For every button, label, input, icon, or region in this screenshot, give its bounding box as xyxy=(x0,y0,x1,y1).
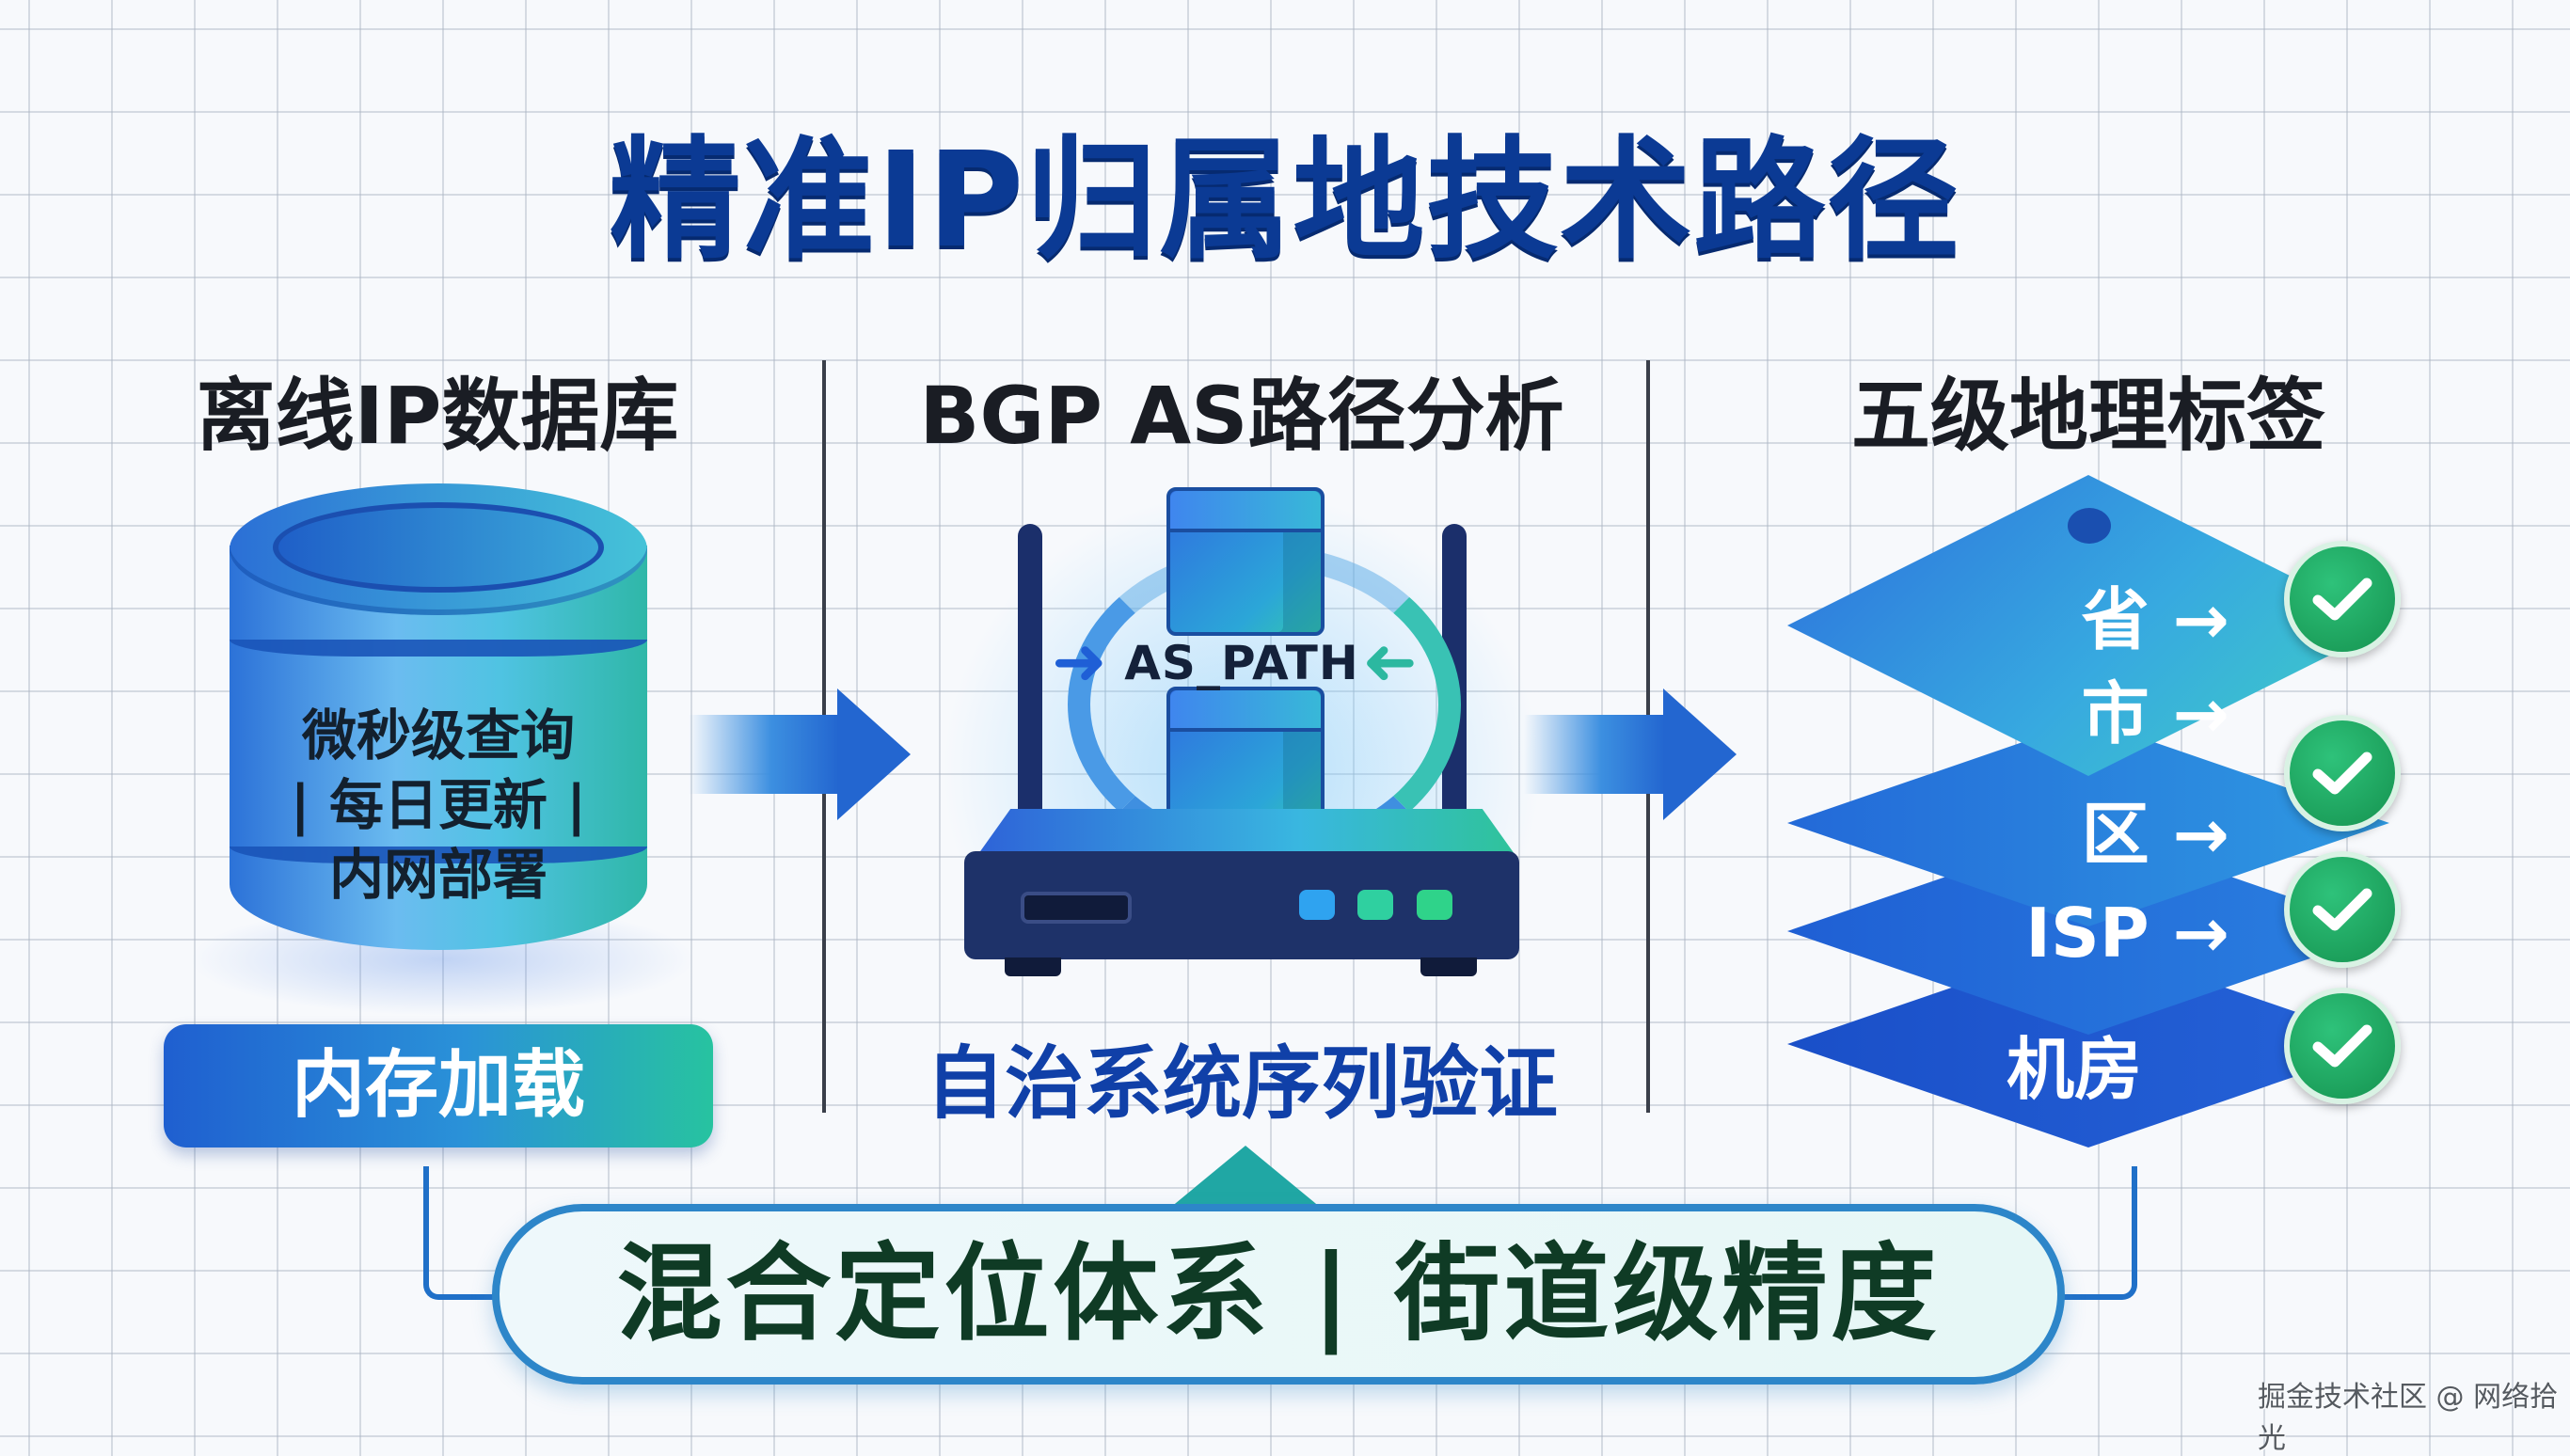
arrow-left-icon: ➜ xyxy=(1362,623,1418,700)
cylinder-band xyxy=(230,847,647,863)
led-indicator xyxy=(1417,890,1452,920)
watermark: 掘金技术社区 @ 网络拾光 xyxy=(2258,1381,2559,1455)
level-province: 省 → xyxy=(2081,580,2229,659)
router-foot xyxy=(1005,957,1061,976)
connector-right xyxy=(2060,1166,2137,1300)
feature-line: 微秒级查询 xyxy=(301,704,575,768)
router-top xyxy=(978,809,1515,854)
heading-bgp-as-path: BGP AS路径分析 xyxy=(919,370,1564,462)
check-icon xyxy=(2284,988,2401,1104)
as-path-label: AS_PATH xyxy=(1124,636,1359,690)
led-indicator xyxy=(1357,890,1393,920)
heading-five-level-geo-tags: 五级地理标签 xyxy=(1850,370,2325,462)
banner-pointer xyxy=(1170,1146,1321,1208)
feature-line: 内网部署 xyxy=(328,843,547,907)
check-icon xyxy=(2284,851,2401,968)
check-icon xyxy=(2284,715,2401,831)
heading-offline-ip-database: 离线IP数据库 xyxy=(196,370,679,462)
level-city: 市 → xyxy=(2081,674,2229,753)
diagram-title: 精准IP归属地技术路径 xyxy=(609,124,1961,277)
level-isp: ISP → xyxy=(2025,894,2229,973)
package-box-icon xyxy=(1166,487,1325,636)
as-sequence-caption: 自治系统序列验证 xyxy=(925,1037,1558,1130)
summary-banner: 混合定位体系 | 街道级精度 xyxy=(492,1204,2065,1385)
led-indicator xyxy=(1299,890,1335,920)
antenna-left xyxy=(1018,524,1042,825)
cylinder-band xyxy=(230,640,647,657)
arrow-right-icon: ➜ xyxy=(1052,623,1107,700)
feature-line: | 每日更新 | xyxy=(290,773,587,837)
level-district: 区 → xyxy=(2081,795,2229,874)
router-foot xyxy=(1420,957,1477,976)
cylinder-top-inner xyxy=(273,502,604,593)
router-port xyxy=(1021,892,1132,924)
level-datacenter: 机房 xyxy=(2006,1030,2142,1109)
memory-load-badge: 内存加载 xyxy=(164,1024,713,1147)
check-icon xyxy=(2284,541,2401,657)
connector-left xyxy=(423,1166,504,1300)
tag-hole xyxy=(2068,508,2111,544)
database-features: 微秒级查询 | 每日更新 | 内网部署 xyxy=(230,701,647,910)
